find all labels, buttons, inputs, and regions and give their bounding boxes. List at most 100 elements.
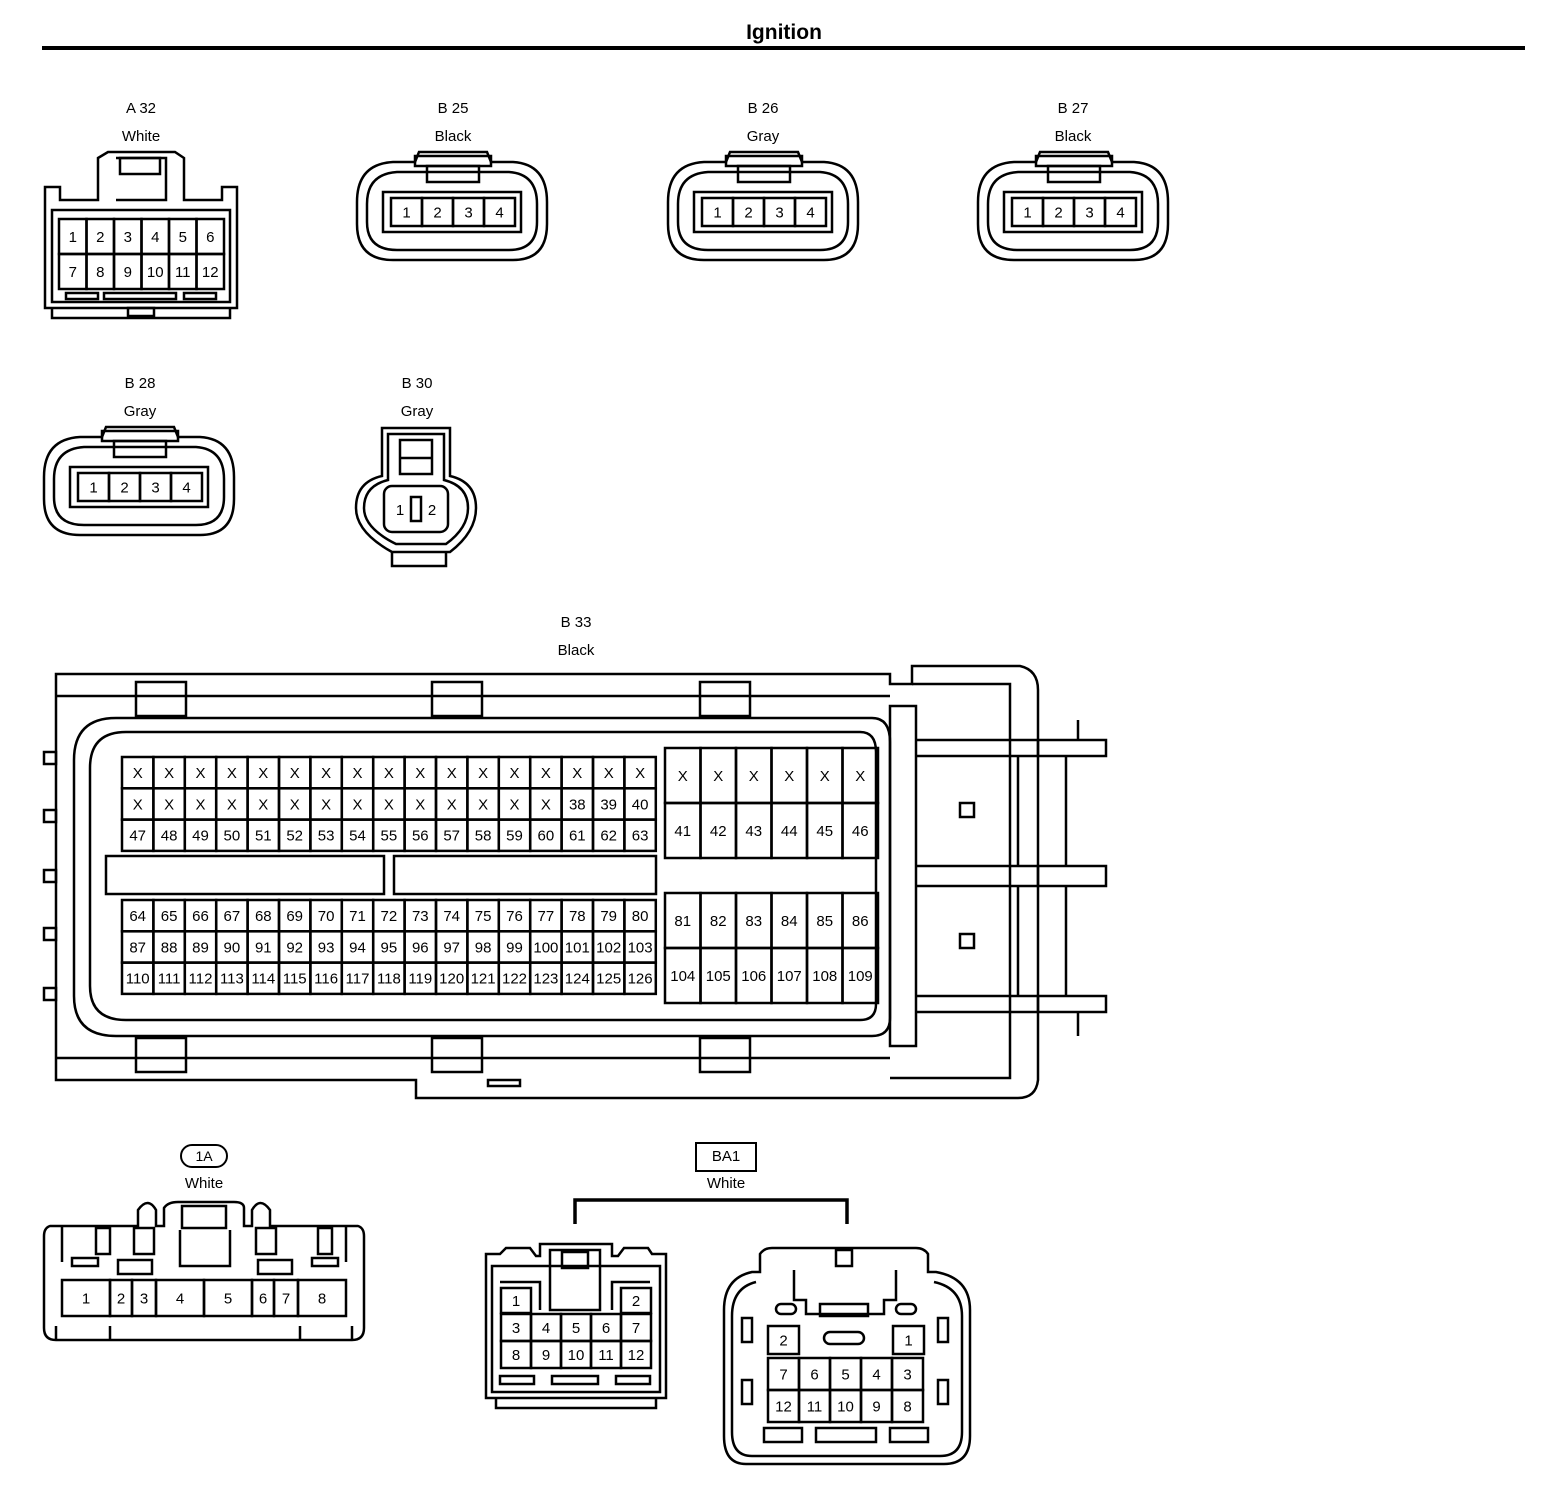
pin-label: 103 [628, 939, 653, 956]
pin-label: X [820, 768, 830, 785]
pin-label: 81 [674, 913, 691, 930]
pin-label: 7 [282, 1290, 290, 1307]
pin-label: 67 [224, 908, 241, 925]
pin-label: 1 [89, 479, 97, 496]
pin-cell [482, 196, 517, 228]
pin-cell [169, 471, 204, 503]
pin-label: 49 [192, 828, 209, 845]
pin-label: 6 [259, 1290, 267, 1307]
pin-label: X [509, 796, 519, 813]
pin-label: 3 [775, 204, 783, 221]
pin-label: 1 [402, 204, 410, 221]
pin-label: 2 [117, 1290, 125, 1307]
pin-label: 65 [161, 908, 178, 925]
pin-label: 1 [904, 1332, 912, 1349]
pin-label: X [415, 765, 425, 782]
pin-label: 71 [349, 908, 366, 925]
pin-label: 108 [812, 968, 837, 985]
pin-label: 58 [475, 828, 492, 845]
pin-label: 3 [512, 1320, 520, 1337]
pin-label: 84 [781, 913, 798, 930]
connector-latch [1034, 154, 1114, 168]
pin-label: 5 [841, 1366, 849, 1383]
pin-label: 104 [670, 968, 695, 985]
pin-label: 93 [318, 939, 335, 956]
pin-label: X [133, 765, 143, 782]
pin-label: 12 [628, 1347, 645, 1364]
pin-label: 42 [710, 823, 727, 840]
pin-label: 123 [533, 971, 558, 988]
pin-label: X [749, 768, 759, 785]
pin-label: X [509, 765, 519, 782]
connector-b26-code: B 26 [747, 100, 779, 117]
pin-label: 114 [251, 971, 275, 988]
connector-shell-inner [52, 445, 226, 527]
pin-label: X [678, 768, 688, 785]
connector-b25-code: B 25 [437, 100, 469, 117]
pin-label: 3 [124, 229, 132, 246]
pin-label: X [855, 768, 865, 785]
pin-label: 4 [495, 204, 503, 221]
pin-label: 90 [224, 939, 241, 956]
pin-label: 105 [706, 968, 731, 985]
pin-label: 101 [565, 939, 590, 956]
pin-cell [841, 801, 880, 860]
pin-label: X [478, 765, 488, 782]
pin-label: 55 [381, 828, 398, 845]
pin-label: 89 [192, 939, 209, 956]
pin-label: 53 [318, 828, 335, 845]
pin-label: 52 [286, 828, 303, 845]
pin-label: 79 [600, 908, 617, 925]
pin-label: 88 [161, 939, 178, 956]
pin-label: 102 [596, 939, 621, 956]
pin-label: X [164, 796, 174, 813]
pin-label: 10 [147, 264, 164, 281]
pin-label: 62 [600, 828, 617, 845]
pin-label: 75 [475, 908, 492, 925]
pin-label: 1 [512, 1293, 520, 1310]
pin-label: 7 [632, 1320, 640, 1337]
pin-label: 56 [412, 828, 429, 845]
pin-label: X [478, 796, 488, 813]
pin-label: 1 [396, 502, 404, 519]
pin-label: 63 [632, 828, 649, 845]
connector-pin-frame [381, 190, 523, 234]
pin-label: 72 [381, 908, 398, 925]
pin-label: 43 [745, 823, 762, 840]
pin-label: X [384, 796, 394, 813]
pin-label: 4 [1116, 204, 1124, 221]
pin-label: 46 [852, 823, 869, 840]
pin-label: 47 [129, 828, 146, 845]
pin-label: 2 [744, 204, 752, 221]
connector-latch [724, 154, 804, 168]
pin-label: 76 [506, 908, 523, 925]
pin-label: 6 [206, 229, 214, 246]
pin-label: 41 [674, 823, 691, 840]
pin-label: 64 [129, 908, 146, 925]
pin-label: X [195, 796, 205, 813]
pin-label: 9 [124, 264, 132, 281]
pin-label: 3 [903, 1366, 911, 1383]
pin-label: 11 [175, 264, 191, 281]
connector-shell [666, 150, 860, 262]
pin-label: 57 [443, 828, 460, 845]
connector-shell-inner [365, 170, 539, 252]
pin-label: X [352, 796, 362, 813]
pin-label: 39 [600, 796, 617, 813]
pin-label: 70 [318, 908, 335, 925]
pin-label: X [572, 765, 582, 782]
pin-label: 10 [568, 1347, 585, 1364]
connector-b30-code: B 30 [401, 375, 433, 392]
pin-label: 6 [810, 1366, 818, 1383]
pin-label: X [258, 796, 268, 813]
pin-label: 54 [349, 828, 366, 845]
pin-label: X [227, 796, 237, 813]
pin-label: 2 [120, 479, 128, 496]
pin-label: 6 [602, 1320, 610, 1337]
